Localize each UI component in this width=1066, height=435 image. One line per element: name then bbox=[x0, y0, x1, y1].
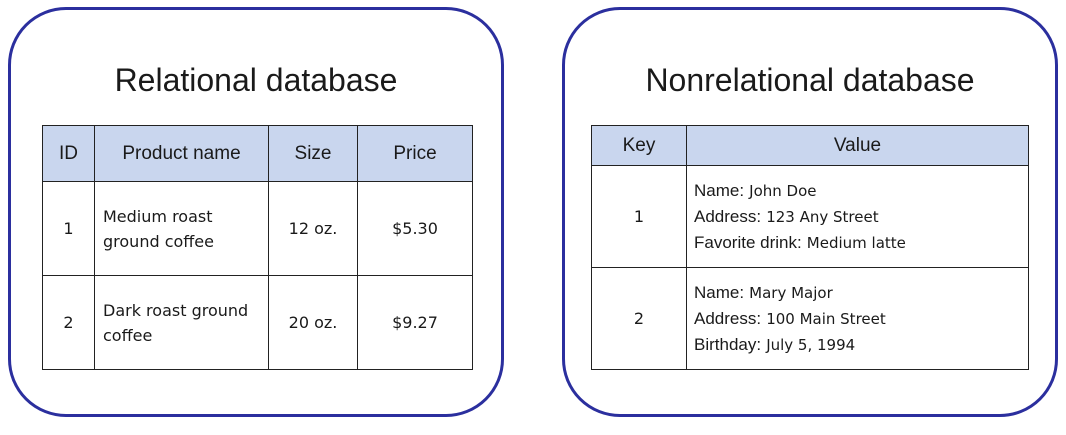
cell-price: $9.27 bbox=[357, 275, 473, 370]
product-name-line: Dark roast ground bbox=[103, 300, 249, 320]
relational-database-title: Relational database bbox=[114, 62, 398, 98]
header-key: Key bbox=[591, 125, 687, 166]
table-row: 1 Name: John Doe Address: 123 Any Street… bbox=[591, 165, 1029, 268]
field-value: John Doe bbox=[749, 181, 817, 200]
field-value: 123 Any Street bbox=[766, 207, 879, 226]
nonrelational-header-row: Key Value bbox=[591, 125, 1029, 166]
relational-database-panel: Relational database ID Product name Size… bbox=[8, 7, 504, 417]
header-product-name: Product name bbox=[94, 125, 269, 182]
value-field: Favorite drink: Medium latte bbox=[694, 230, 1028, 256]
field-value: Mary Major bbox=[749, 283, 833, 302]
header-price: Price bbox=[357, 125, 473, 182]
cell-id: 1 bbox=[42, 181, 95, 276]
cell-key: 2 bbox=[591, 267, 687, 370]
header-id: ID bbox=[42, 125, 95, 182]
field-label: Name: bbox=[694, 180, 745, 200]
cell-key: 1 bbox=[591, 165, 687, 268]
field-label: Name: bbox=[694, 282, 745, 302]
cell-size: 12 oz. bbox=[268, 181, 358, 276]
field-value: 100 Main Street bbox=[766, 309, 886, 328]
cell-value: Name: John Doe Address: 123 Any Street F… bbox=[686, 165, 1029, 268]
cell-value: Name: Mary Major Address: 100 Main Stree… bbox=[686, 267, 1029, 370]
relational-table: ID Product name Size Price 1 Medium roas… bbox=[42, 125, 473, 370]
cell-id: 2 bbox=[42, 275, 95, 370]
cell-size: 20 oz. bbox=[268, 275, 358, 370]
value-field: Address: 100 Main Street bbox=[694, 306, 1028, 332]
nonrelational-database-panel: Nonrelational database Key Value 1 Name:… bbox=[562, 7, 1058, 417]
relational-header-row: ID Product name Size Price bbox=[42, 125, 473, 182]
table-row: 2 Name: Mary Major Address: 100 Main Str… bbox=[591, 267, 1029, 370]
field-label: Birthday: bbox=[694, 334, 762, 354]
value-field: Birthday: July 5, 1994 bbox=[694, 332, 1028, 358]
header-size: Size bbox=[268, 125, 358, 182]
header-value: Value bbox=[686, 125, 1029, 166]
field-value: July 5, 1994 bbox=[766, 335, 856, 354]
field-label: Address: bbox=[694, 206, 762, 226]
product-name-line: Medium roast bbox=[103, 206, 213, 226]
field-label: Favorite drink: bbox=[694, 232, 802, 252]
product-name-line: coffee bbox=[103, 325, 153, 345]
value-field: Name: John Doe bbox=[694, 178, 1028, 204]
nonrelational-database-title: Nonrelational database bbox=[645, 62, 975, 98]
cell-product-name: Medium roast ground coffee bbox=[94, 181, 269, 276]
nonrelational-table: Key Value 1 Name: John Doe Address: 123 … bbox=[591, 125, 1029, 370]
cell-price: $5.30 bbox=[357, 181, 473, 276]
cell-product-name: Dark roast ground coffee bbox=[94, 275, 269, 370]
table-row: 2 Dark roast ground coffee 20 oz. $9.27 bbox=[42, 275, 473, 370]
value-field: Address: 123 Any Street bbox=[694, 204, 1028, 230]
value-field: Name: Mary Major bbox=[694, 280, 1028, 306]
field-label: Address: bbox=[694, 308, 762, 328]
product-name-line: ground coffee bbox=[103, 231, 214, 251]
table-row: 1 Medium roast ground coffee 12 oz. $5.3… bbox=[42, 181, 473, 276]
field-value: Medium latte bbox=[806, 233, 906, 252]
